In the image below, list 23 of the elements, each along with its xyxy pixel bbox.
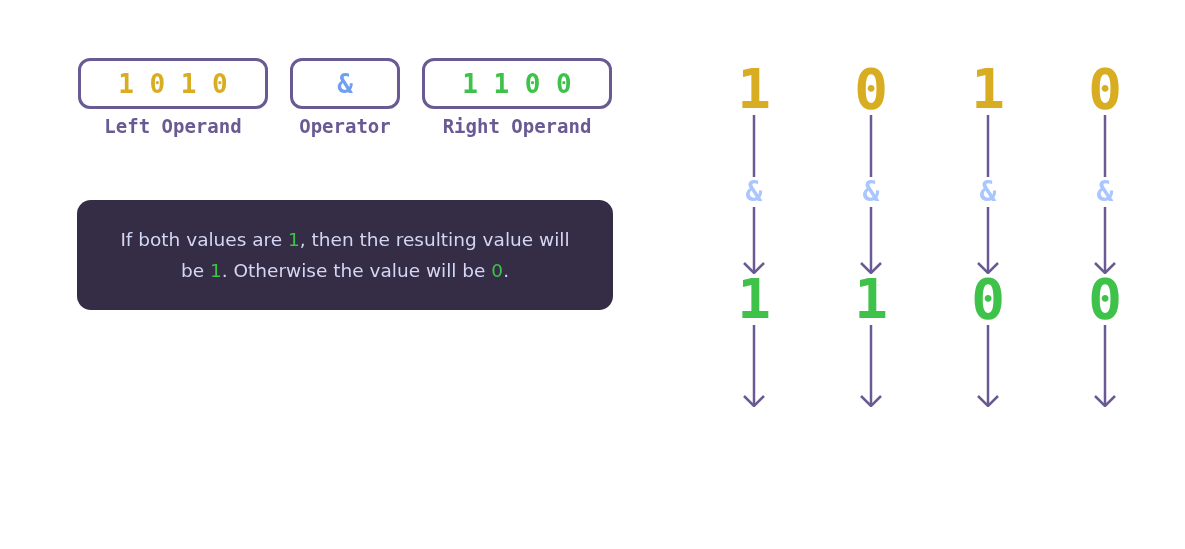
operand-box: 1 0 1 0 [78, 58, 268, 109]
edge-label: & [860, 177, 882, 207]
rule-note: If both values are 1, then the resulting value will be 1. Otherwise the value will be 0. [77, 200, 613, 310]
arrow [742, 325, 766, 408]
digit: 0 [966, 274, 1010, 324]
digit: 1 [732, 64, 776, 114]
digit: 1 [849, 274, 893, 324]
digit: 1 [966, 64, 1010, 114]
arrow [976, 325, 1000, 408]
digit: 0 [1083, 274, 1127, 324]
operand-label: Left Operand [103, 115, 243, 137]
operand-label: Right Operand [441, 115, 593, 137]
arrow [859, 325, 883, 408]
operator-label: Operator [298, 115, 392, 137]
edge-label: & [1094, 177, 1116, 207]
operand-box: 1 1 0 0 [422, 58, 612, 109]
edge-label: & [977, 177, 999, 207]
digit: 0 [849, 64, 893, 114]
edge-label: & [743, 177, 765, 207]
operator-box: & [290, 58, 400, 109]
arrow [1093, 325, 1117, 408]
digit: 1 [732, 274, 776, 324]
digit: 0 [1083, 64, 1127, 114]
